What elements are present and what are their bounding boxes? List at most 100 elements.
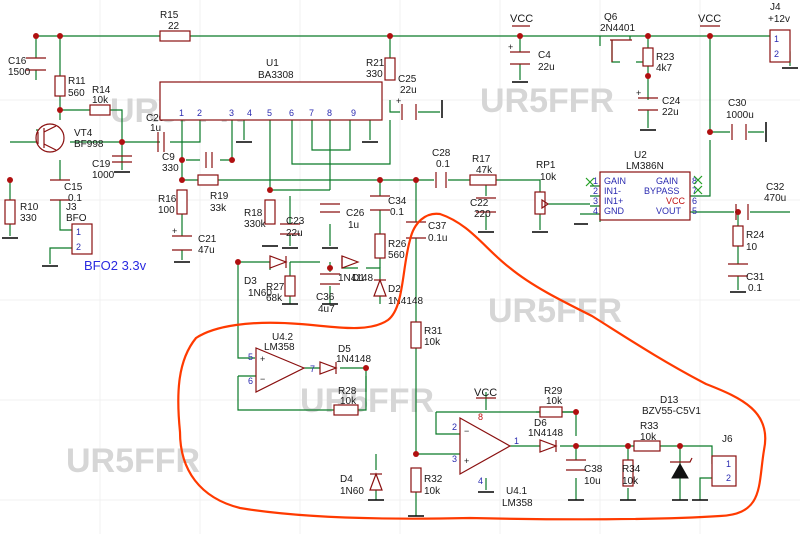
c23-ref: C23	[286, 216, 305, 227]
ground-symbols	[368, 499, 708, 517]
connector-j4: 1 2 J4 +12v	[768, 2, 798, 69]
r14-ref: R14	[92, 85, 111, 96]
d3-ref: D3	[244, 276, 257, 287]
resistor-r17: R17 47k	[469, 154, 497, 186]
u1-pin5: 5	[267, 108, 272, 118]
capacitor-c16: C16 1500	[8, 56, 46, 78]
u1-pin4: 4	[247, 108, 252, 118]
c24-ref: C24	[662, 96, 681, 107]
r10-value: 330	[20, 213, 37, 224]
r24-value: 10	[746, 242, 758, 253]
u2-gain1: GAIN	[604, 176, 626, 186]
bfo2-note: BFO2 3.3v	[84, 258, 147, 273]
svg-text:+: +	[508, 42, 513, 52]
u1-pin1: 1	[179, 108, 184, 118]
d6-value: 1N4148	[528, 428, 563, 439]
r23-value: 4k7	[656, 63, 673, 74]
r15-value: 22	[168, 21, 180, 32]
u2-pin2: 2	[593, 186, 598, 196]
vcc-label-3: VCC	[474, 387, 497, 399]
d2-value: 1N4148	[388, 296, 423, 307]
u1-pin2: 2	[197, 108, 202, 118]
u2-vout: VOUT	[656, 206, 682, 216]
watermark-2: UR5FFR	[480, 82, 614, 120]
resistor-r27: R27 68k	[266, 275, 298, 305]
c9-value: 330	[162, 163, 179, 174]
connector-j6: 1 2 J6	[711, 434, 737, 487]
c9-ref: C9	[162, 152, 175, 163]
capacitor-c28: C28 0.1	[432, 148, 451, 188]
j3-pin1: 1	[76, 227, 81, 237]
c25-ref: C25	[398, 74, 417, 85]
resistor-r23: R23 4k7	[642, 47, 675, 74]
r11-value: 560	[68, 88, 85, 99]
j4-pin2: 2	[774, 49, 779, 59]
c34-value: 0.1	[390, 207, 404, 218]
r24-ref: R24	[746, 230, 765, 241]
r28-value: 10k	[340, 396, 357, 407]
r21-value: 330	[366, 69, 383, 80]
u2-pin5: 5	[692, 206, 697, 216]
u42-value: LM358	[264, 342, 295, 353]
u1-pin8: 8	[327, 108, 332, 118]
r26-ref: R26	[388, 239, 407, 250]
c20-ref: C20	[146, 113, 165, 124]
capacitor-c19: C19 1000	[92, 155, 132, 181]
u42-pin7: 7	[310, 364, 315, 374]
svg-text:−: −	[260, 374, 265, 384]
c34-ref: C34	[388, 196, 407, 207]
resistor-r31: R31 10k	[410, 321, 443, 349]
u1-pin3: 3	[229, 108, 234, 118]
junctions	[7, 33, 741, 457]
d1-ref: D1	[352, 273, 365, 284]
c15-value: 0.1	[68, 193, 82, 204]
d13-value: BZV55-C5V1	[642, 406, 701, 417]
ic-u1: U1 BA3308 1 2 3 4 5 6 7 8 9	[159, 58, 383, 143]
diode-d1: D1 1N4148	[338, 255, 373, 284]
u42-pin6: 6	[248, 376, 253, 386]
c25-value: 22u	[400, 85, 417, 96]
svg-text:+: +	[464, 456, 469, 466]
c32-ref: C32	[766, 182, 785, 193]
c20-value: 1u	[150, 123, 161, 134]
r18-value: 330k	[244, 219, 267, 230]
r17-ref: R17	[472, 154, 491, 165]
r34-value: 10k	[622, 476, 639, 487]
d3-value: 1N60	[248, 288, 272, 299]
c26-value: 1u	[348, 220, 359, 231]
capacitor-c38: C38 10u	[566, 459, 603, 487]
c31-ref: C31	[746, 272, 765, 283]
r16-ref: R16	[158, 194, 177, 205]
vcc-label-2: VCC	[698, 13, 721, 25]
c21-ref: C21	[198, 234, 217, 245]
resistor-r19: R19 33k	[197, 174, 229, 214]
u2-pin3: 3	[593, 196, 598, 206]
j4-ref: J4	[770, 2, 781, 13]
c22-ref: C22	[470, 198, 489, 209]
vcc-labels: VCC VCC VCC	[474, 13, 721, 399]
capacitor-c34: C34 0.1	[370, 195, 407, 218]
capacitor-c24: + C24 22u	[636, 88, 681, 131]
capacitor-c22: C22 220	[470, 197, 496, 233]
r32-ref: R32	[424, 474, 443, 485]
r10-ref: R10	[20, 202, 39, 213]
watermark-5: UR5FFR	[66, 442, 200, 480]
u41-value: LM358	[502, 498, 533, 509]
q6-value: 2N4401	[600, 23, 635, 34]
c4-ref: C4	[538, 50, 551, 61]
svg-text:+: +	[396, 96, 401, 106]
d6-ref: D6	[534, 418, 547, 429]
diode-d2: D2 1N4148	[373, 278, 423, 307]
u2-gain2: GAIN	[656, 176, 678, 186]
capacitor-c15: C15 0.1	[50, 179, 83, 204]
connector-j3: 1 2 J3 BFO BFO2 3.3v	[42, 202, 147, 273]
potentiometer-rp1: RP1 10k	[532, 160, 557, 233]
j4-pin1: 1	[774, 34, 779, 44]
u2-value: LM386N	[626, 161, 664, 172]
u1-ref: U1	[266, 58, 279, 69]
r17-value: 47k	[476, 165, 493, 176]
diode-d3: D3 1N60	[244, 255, 288, 299]
c26-ref: C26	[346, 208, 365, 219]
